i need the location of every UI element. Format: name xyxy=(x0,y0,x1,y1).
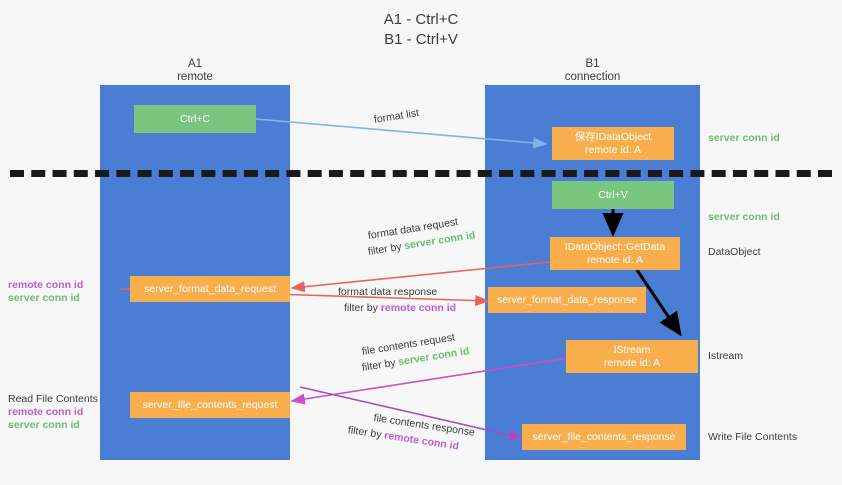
column-header-b1: B1 connection xyxy=(564,58,621,83)
node-server-file-contents-response[interactable]: server_file_contents_response xyxy=(522,424,686,450)
filter-prefix: filter by xyxy=(361,356,400,374)
phase-divider xyxy=(10,170,832,177)
edge-label-file-contents-request: file contents request filter by server c… xyxy=(361,331,471,376)
filter-prefix: filter by xyxy=(344,302,381,314)
annotation-remote-conn-id-file: remote conn id xyxy=(8,406,84,418)
node-istream[interactable]: IStream remote id: A xyxy=(566,340,698,373)
edge-label-file-contents-response: file contents response filter by remote … xyxy=(347,406,476,453)
node-save-idataobject[interactable]: 保存IDataObject remote id: A xyxy=(552,127,674,160)
annotation-read-file-contents: Read File Contents xyxy=(8,393,98,405)
annotation-read-file-contents-group: Read File Contents remote conn id server… xyxy=(8,393,98,432)
filter-key-remote-conn-id: remote conn id xyxy=(380,302,457,314)
annotation-format-conn-ids: remote conn id server conn id xyxy=(8,279,83,305)
edge-label-format-data-response-filter: filter by remote conn id xyxy=(338,300,456,316)
column-header-a1: A1 remote xyxy=(177,58,213,83)
edge-label-format-data-response-title: format data response xyxy=(338,286,438,298)
filter-prefix: filter by xyxy=(367,240,406,258)
annotation-server-conn-id-mid: server conn id xyxy=(708,211,780,223)
annotation-server-conn-id-file: server conn id xyxy=(8,419,80,431)
node-ctrl-v[interactable]: Ctrl+V xyxy=(552,181,674,209)
annotation-remote-conn-id-format: remote conn id xyxy=(8,279,84,291)
node-ctrl-c[interactable]: Ctrl+C xyxy=(134,105,256,133)
annotation-istream: Istream xyxy=(708,350,744,362)
annotation-server-conn-id-format: server conn id xyxy=(8,292,80,304)
node-server-format-data-request[interactable]: server_format_data_request xyxy=(130,276,290,302)
page-title: A1 - Ctrl+C B1 - Ctrl+V xyxy=(383,11,459,48)
annotation-dataobject: DataObject xyxy=(708,246,761,258)
edge-label-format-list: format list xyxy=(373,106,420,126)
annotation-server-conn-id-top: server conn id xyxy=(708,132,780,144)
node-server-format-data-response[interactable]: server_format_data_response xyxy=(488,287,646,313)
annotation-write-file-contents: Write File Contents xyxy=(708,431,798,443)
node-server-file-contents-request[interactable]: server_file_contents_request xyxy=(130,392,290,418)
edge-label-format-data-request: format data request filter by server con… xyxy=(367,216,477,260)
edge-label-format-data-response: format data response filter by remote co… xyxy=(338,284,456,316)
filter-prefix: filter by xyxy=(347,424,386,442)
node-idataobject-getdata[interactable]: IDataObject::GetData remote id: A xyxy=(550,237,680,270)
